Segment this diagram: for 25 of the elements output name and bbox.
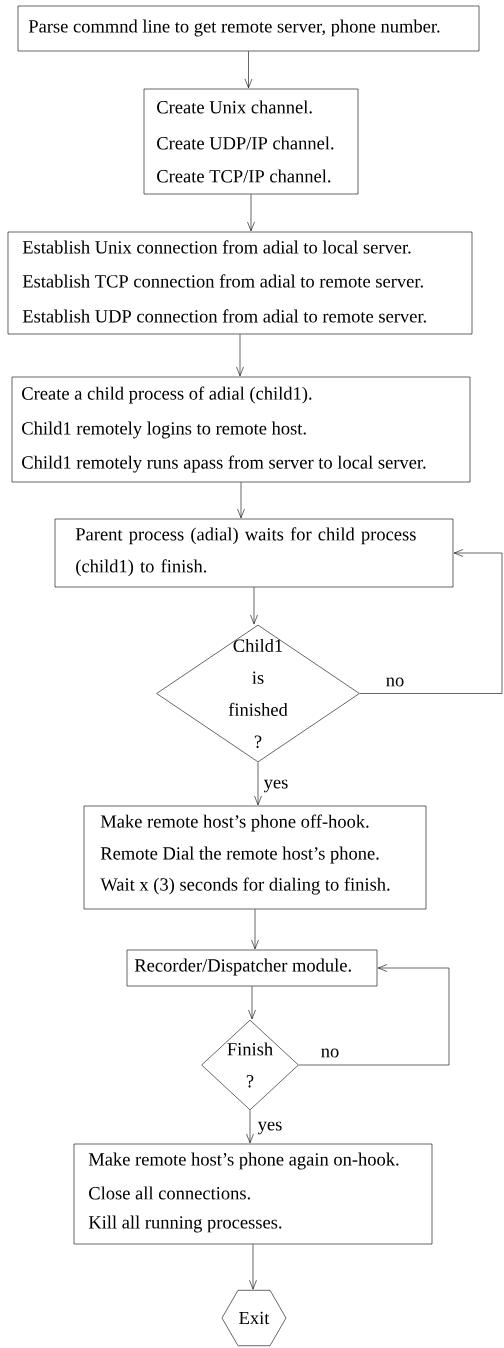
arrow (244, 51, 253, 89)
arrow (246, 1110, 254, 1144)
arrow (250, 587, 258, 625)
arrow (249, 1244, 257, 1290)
loop-arrow (359, 549, 503, 694)
terminal-hexagon: Exit (221, 1290, 287, 1346)
arrow (254, 762, 262, 806)
process-box: Recorder/Dispatcher module. (126, 949, 378, 987)
process-box: Parent process (adial) waits for child process (child1) to finish. (54, 518, 454, 588)
arrow (248, 986, 256, 1020)
edge-label: no (321, 1048, 339, 1058)
loop-arrow (298, 964, 450, 1066)
edge-label: yes (263, 779, 288, 793)
edge-label: no (386, 677, 404, 687)
arrow (247, 194, 255, 232)
process-box: Create a child process of adial (child1). Child1 remotely logins to remote host. Child1 remotely runs apass from server to local server. (11, 376, 471, 483)
process-box: Create Unix channel. Create UDP/IP channel. Create TCP/IP channel. (143, 88, 359, 195)
arrow (237, 482, 245, 519)
process-box: Make remote host’s phone again on-hook. Close all connections. Kill all running processes. (73, 1143, 433, 1245)
edge-label: yes (257, 1121, 282, 1135)
process-box: Establish Unix connection from adial to local server. Establish TCP connection from adial to remote server. Establish UDP connection from adial to remote server. (7, 231, 473, 335)
process-box: Make remote host’s phone off-hook. Remote Dial the remote host’s phone. Wait x (3) seconds for dialing to finish. (83, 805, 427, 910)
arrow (251, 909, 259, 950)
arrow (236, 334, 244, 377)
process-box: Parse commnd line to get remote server, phone number. (17, 5, 480, 52)
